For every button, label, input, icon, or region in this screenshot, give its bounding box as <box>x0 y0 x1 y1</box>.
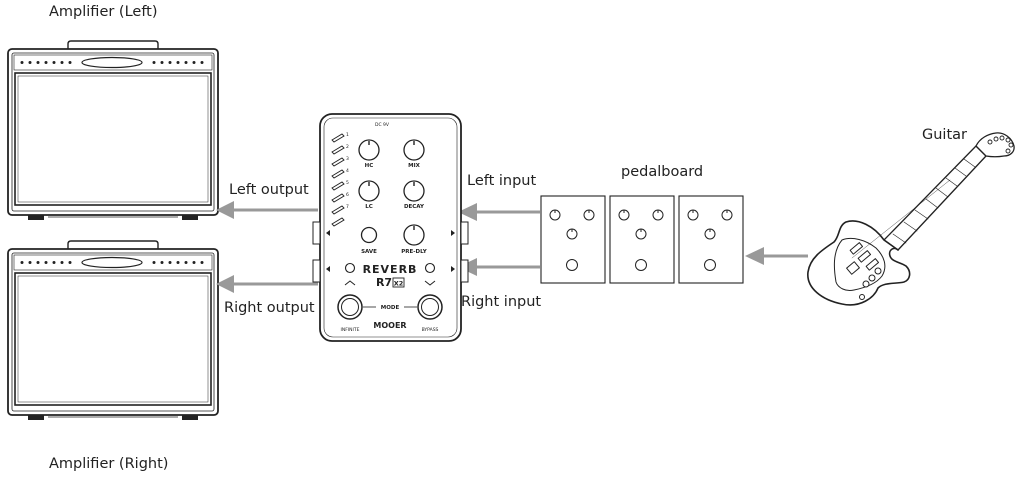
mode-label: MODE <box>381 305 400 311</box>
guitar-label: Guitar <box>922 127 967 143</box>
slot-number-6: 6 <box>346 192 349 198</box>
pedal-badge: X2 <box>394 280 404 288</box>
knob-label-hc: HC <box>365 163 374 169</box>
guitar-icon <box>807 132 1015 306</box>
power-label: DC 9V <box>375 122 390 128</box>
slot-number-7: 7 <box>346 204 349 210</box>
amp-right-icon <box>7 240 219 421</box>
brand-logo: MOOER <box>373 321 406 330</box>
left-output-arrow <box>216 201 318 219</box>
pedalboard-icon <box>540 195 744 284</box>
left-input-label: Left input <box>467 173 537 189</box>
right-output-label: Right output <box>224 300 315 316</box>
slot-number-5: 5 <box>346 180 349 186</box>
right-input-label: Right input <box>461 294 542 310</box>
knob-label-lc: LC <box>365 204 373 210</box>
knob-label-decay: DECAY <box>404 204 425 210</box>
amp-right-label: Amplifier (Right) <box>49 456 169 472</box>
knob-label-pre-dly: PRE-DLY <box>401 249 428 255</box>
right-output-arrow <box>216 275 318 293</box>
right-input-arrow <box>458 258 540 276</box>
slot-number-2: 2 <box>346 144 349 150</box>
amp-left-icon <box>7 40 219 221</box>
left-input-arrow <box>458 203 540 221</box>
slot-number-4: 4 <box>346 168 349 174</box>
guitar-input-arrow <box>745 247 808 265</box>
pedal-model: R7 <box>376 276 392 289</box>
pedalboard-label: pedalboard <box>621 164 704 180</box>
left-output-label: Left output <box>229 182 309 198</box>
amp-left-label: Amplifier (Left) <box>49 4 158 20</box>
pedal-name: REVERB <box>363 263 418 276</box>
left-switch-label: INFINITE <box>341 327 360 333</box>
slot-number-3: 3 <box>346 156 349 162</box>
knob-label-mix: MIX <box>408 163 421 169</box>
right-switch-label: BYPASS <box>422 327 439 333</box>
knob-label-save: SAVE <box>361 249 377 255</box>
slot-number-1: 1 <box>346 132 349 138</box>
reverb-pedal: 1 2 3 4 5 6 7 DC 9V HC MIX LC DECAY SAVE… <box>312 113 469 342</box>
